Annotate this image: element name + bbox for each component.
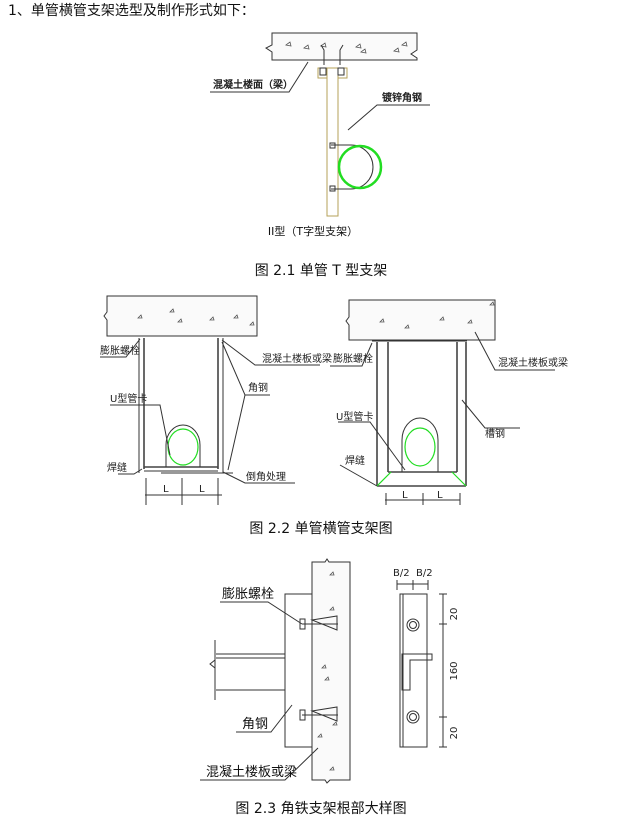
label-concrete-slab: 混凝土楼板或梁 xyxy=(206,764,297,780)
label-chamfer-left: 倒角处理 xyxy=(246,471,286,483)
label-u-clamp-left: U型管卡 xyxy=(110,392,147,405)
dim-l-left-1: L xyxy=(163,484,169,495)
figure-2-1-type-caption: II型（T字型支架） xyxy=(268,224,358,238)
dim-top-20: 20 xyxy=(449,608,460,621)
label-expansion-bolt-right: 膨胀螺栓 xyxy=(333,352,373,365)
dim-l-right-1: L xyxy=(402,490,408,501)
label-concrete-slab-left: 混凝土楼板或梁 xyxy=(262,352,332,365)
label-expansion-bolt: 膨胀螺栓 xyxy=(222,587,274,602)
dim-b-half-1: B/2 xyxy=(393,568,410,579)
label-galvanized-angle: 镀锌角钢 xyxy=(382,91,422,104)
label-weld-right: 焊缝 xyxy=(345,454,365,467)
figure-2-2-left-drawing: 膨胀螺栓 混凝土楼板或梁 角钢 U型管卡 焊缝 倒角处理 L L xyxy=(100,295,332,505)
label-weld-left: 焊缝 xyxy=(107,461,127,474)
figure-2-1-drawing: 混凝土楼面（梁） 镀锌角钢 xyxy=(210,32,430,217)
label-angle-steel: 角钢 xyxy=(242,717,268,732)
label-concrete-slab-right: 混凝土楼板或梁 xyxy=(498,356,568,369)
section-heading: 1、单管横管支架选型及制作形式如下： xyxy=(8,3,255,19)
label-channel-steel-right: 槽钢 xyxy=(485,427,505,440)
dim-b-half-2: B/2 xyxy=(416,568,433,579)
label-angle-steel-left: 角钢 xyxy=(248,381,268,394)
dim-mid-160: 160 xyxy=(449,661,460,680)
figure-2-2-right-drawing: 膨胀螺栓 混凝土楼板或梁 槽钢 U型管卡 焊缝 L L xyxy=(330,299,568,505)
label-concrete-floor: 混凝土楼面（梁） xyxy=(213,78,293,91)
label-u-clamp-right: U型管卡 xyxy=(336,410,373,423)
dim-bottom-20: 20 xyxy=(449,727,460,740)
figure-2-3-caption: 图 2.3 角铁支架根部大样图 xyxy=(235,801,406,817)
label-expansion-bolt-left: 膨胀螺栓 xyxy=(100,344,140,357)
figure-2-3-drawing: 膨胀螺栓 角钢 混凝土楼板或梁 B/2 B/2 20 160 20 xyxy=(200,558,460,784)
figure-2-1-caption: 图 2.1 单管 T 型支架 xyxy=(255,263,388,279)
dim-l-right-2: L xyxy=(437,490,443,501)
figure-2-2-caption: 图 2.2 单管横管支架图 xyxy=(249,521,392,537)
dim-l-left-2: L xyxy=(199,484,205,495)
